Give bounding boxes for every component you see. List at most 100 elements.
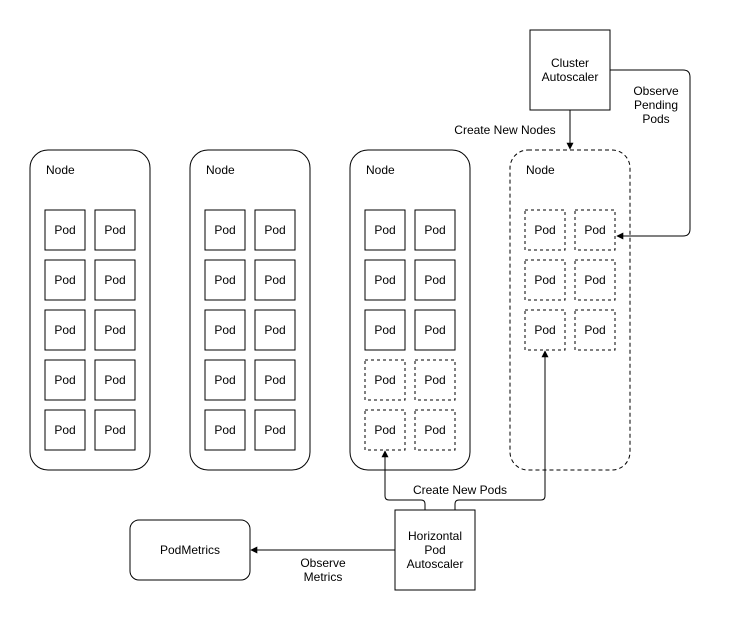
pod-label: Pod bbox=[534, 223, 555, 237]
pod-box bbox=[254, 259, 296, 301]
pod-running: Pod bbox=[364, 209, 406, 251]
pod-label: Pod bbox=[104, 373, 125, 387]
pod-box bbox=[44, 259, 86, 301]
pod-running: Pod bbox=[204, 209, 246, 251]
pod-label: Pod bbox=[374, 423, 395, 437]
pod-label: Pod bbox=[374, 273, 395, 287]
pod-label: Pod bbox=[54, 323, 75, 337]
pod-running: Pod bbox=[254, 259, 296, 301]
pod-running: Pod bbox=[254, 209, 296, 251]
pod-box bbox=[574, 309, 616, 351]
pod-box bbox=[364, 409, 406, 451]
pod-box bbox=[414, 209, 456, 251]
pod-label: Pod bbox=[534, 273, 555, 287]
observe-metrics-line1: Observe bbox=[300, 556, 346, 570]
pod-box bbox=[364, 309, 406, 351]
pod-label: Pod bbox=[584, 223, 605, 237]
pod-running: Pod bbox=[44, 259, 86, 301]
pod-label: Pod bbox=[584, 273, 605, 287]
observe-pending-pods-arrow bbox=[610, 69, 691, 240]
observe-metrics-line2: Metrics bbox=[304, 570, 343, 584]
pod-box bbox=[94, 309, 136, 351]
pod-label: Pod bbox=[54, 223, 75, 237]
pod-box bbox=[414, 309, 456, 351]
pod-box bbox=[254, 359, 296, 401]
node-label: Node bbox=[366, 163, 395, 177]
pod-label: Pod bbox=[104, 223, 125, 237]
pod-label: Pod bbox=[424, 223, 445, 237]
pod-running: Pod bbox=[254, 309, 296, 351]
pod-pending: Pod bbox=[574, 209, 616, 251]
pod-pending: Pod bbox=[524, 309, 566, 351]
pod-running: Pod bbox=[94, 209, 136, 251]
pod-box bbox=[254, 309, 296, 351]
create-new-pods-arrow-left bbox=[381, 450, 426, 510]
pod-metrics: PodMetrics bbox=[129, 519, 251, 581]
pod-label: Pod bbox=[264, 323, 285, 337]
pod-label: Pod bbox=[424, 323, 445, 337]
pod-box bbox=[204, 409, 246, 451]
create-new-nodes-label: Create New Nodes bbox=[454, 123, 555, 137]
pod-running: Pod bbox=[414, 309, 456, 351]
pod-label: Pod bbox=[264, 223, 285, 237]
pod-label: Pod bbox=[424, 423, 445, 437]
pod-running: Pod bbox=[204, 309, 246, 351]
pod-box bbox=[254, 209, 296, 251]
pod-label: Pod bbox=[424, 373, 445, 387]
pod-box bbox=[94, 259, 136, 301]
pod-label: Pod bbox=[264, 373, 285, 387]
pod-box bbox=[204, 359, 246, 401]
pod-label: Pod bbox=[214, 223, 235, 237]
pod-pending: Pod bbox=[414, 359, 456, 401]
pod-pending: Pod bbox=[414, 409, 456, 451]
pod-box bbox=[524, 209, 566, 251]
pod-box bbox=[94, 409, 136, 451]
pod-label: Pod bbox=[374, 373, 395, 387]
pod-running: Pod bbox=[44, 309, 86, 351]
pod-label: Pod bbox=[584, 323, 605, 337]
pod-box bbox=[44, 409, 86, 451]
observe-pending-line1: Observe bbox=[633, 84, 679, 98]
pod-pending: Pod bbox=[364, 409, 406, 451]
pod-box bbox=[574, 259, 616, 301]
pod-box bbox=[364, 359, 406, 401]
pod-label: Pod bbox=[424, 273, 445, 287]
pod-running: Pod bbox=[44, 209, 86, 251]
pod-label: Pod bbox=[104, 423, 125, 437]
pod-running: Pod bbox=[94, 309, 136, 351]
pod-label: Pod bbox=[104, 323, 125, 337]
cluster-autoscaler: Cluster Autoscaler bbox=[529, 29, 611, 111]
pod-label: Pod bbox=[374, 323, 395, 337]
pod-box bbox=[204, 259, 246, 301]
pod-box bbox=[414, 359, 456, 401]
pod-metrics-label: PodMetrics bbox=[160, 543, 220, 557]
pod-label: Pod bbox=[104, 273, 125, 287]
pod-label: Pod bbox=[54, 373, 75, 387]
pod-running: Pod bbox=[254, 359, 296, 401]
pod-box bbox=[414, 409, 456, 451]
pod-running: Pod bbox=[204, 259, 246, 301]
pod-box bbox=[44, 359, 86, 401]
pod-pending: Pod bbox=[524, 209, 566, 251]
pod-label: Pod bbox=[264, 423, 285, 437]
cluster-autoscaler-line1: Cluster bbox=[551, 56, 589, 70]
pod-pending: Pod bbox=[574, 259, 616, 301]
pod-box bbox=[94, 359, 136, 401]
create-new-pods-arrow-right bbox=[454, 350, 549, 510]
pod-box bbox=[524, 309, 566, 351]
pod-label: Pod bbox=[214, 273, 235, 287]
pod-box bbox=[364, 209, 406, 251]
node-label: Node bbox=[206, 163, 235, 177]
hpa-line3: Autoscaler bbox=[407, 557, 464, 571]
node-label: Node bbox=[46, 163, 75, 177]
pod-pending: Pod bbox=[524, 259, 566, 301]
pod-running: Pod bbox=[94, 359, 136, 401]
pod-label: Pod bbox=[374, 223, 395, 237]
pod-box bbox=[94, 209, 136, 251]
